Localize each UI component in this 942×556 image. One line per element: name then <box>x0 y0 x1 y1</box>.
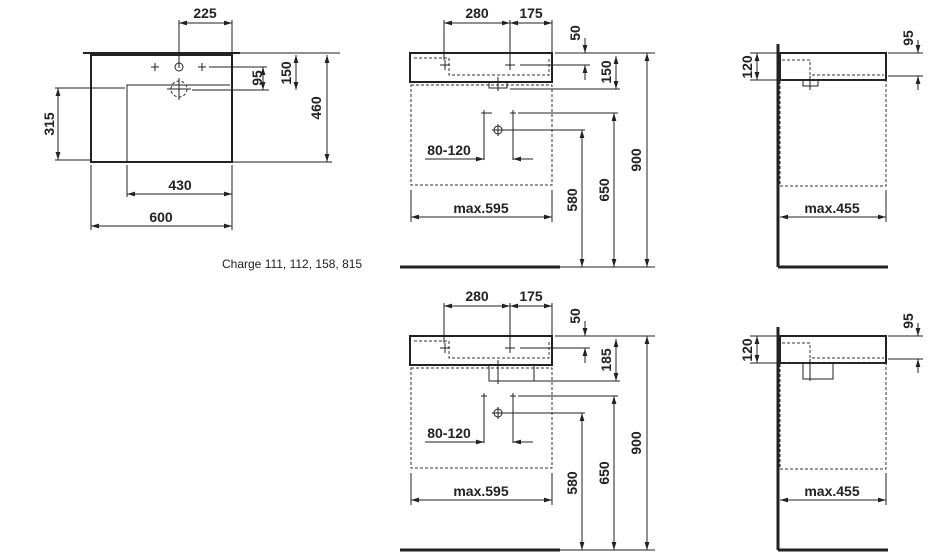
dim-175: 175 <box>519 5 543 21</box>
dim-280: 280 <box>465 288 489 304</box>
cabinet-outline <box>779 79 887 187</box>
front-view-1: 280 175 50 150 80-120 max.595 900 650 58… <box>400 5 655 269</box>
dim-95: 95 <box>900 313 916 329</box>
dim-600: 600 <box>149 209 173 225</box>
dim-120: 120 <box>739 338 755 362</box>
plan-view: 225 95 150 460 315 430 600 <box>41 5 340 230</box>
dim-280: 280 <box>465 5 489 21</box>
dim-spacing: 80-120 <box>427 142 471 158</box>
cabinet-outline <box>410 367 553 469</box>
basin-front-outline <box>409 335 553 366</box>
dim-95: 95 <box>249 70 265 86</box>
basin-side-outline <box>779 335 887 364</box>
dim-315: 315 <box>41 112 57 136</box>
dim-120: 120 <box>739 55 755 79</box>
dim-95: 95 <box>900 30 916 46</box>
basin-outline <box>90 54 233 163</box>
front-view-2: 280 175 50 185 80-120 max.595 900 650 58… <box>400 288 655 552</box>
dim-900: 900 <box>628 431 644 455</box>
dim-depth: 150 <box>598 60 614 84</box>
dim-width: max.595 <box>453 200 508 216</box>
siphon-icon <box>488 77 508 91</box>
dim-430: 430 <box>168 177 192 193</box>
dim-650: 650 <box>596 461 612 485</box>
dim-650: 650 <box>596 178 612 202</box>
side-view-1: 120 95 max.455 <box>739 30 923 269</box>
dim-width: max.455 <box>804 483 859 499</box>
dim-spacing: 80-120 <box>427 425 471 441</box>
dim-900: 900 <box>628 148 644 172</box>
charge-note: Charge 111, 112, 158, 815 <box>222 257 362 271</box>
bowl-outline <box>126 84 230 162</box>
dim-width: max.595 <box>453 483 508 499</box>
dim-50: 50 <box>567 308 583 324</box>
basin-front-outline <box>409 52 553 83</box>
dim-depth: 185 <box>598 348 614 372</box>
cabinet-outline <box>410 84 553 186</box>
dim-175: 175 <box>519 288 543 304</box>
dim-460: 460 <box>308 96 324 120</box>
dim-580: 580 <box>564 471 580 495</box>
basin-side-outline <box>779 52 887 81</box>
dim-150: 150 <box>278 61 294 85</box>
dim-50: 50 <box>567 25 583 41</box>
dim-225: 225 <box>193 5 217 21</box>
dim-580: 580 <box>564 188 580 212</box>
siphon-icon <box>802 76 819 90</box>
cabinet-outline <box>779 362 887 470</box>
optional-tap-hole-icon <box>151 63 206 71</box>
siphon-icon <box>488 360 535 384</box>
dim-width: max.455 <box>804 200 859 216</box>
side-view-2: 120 95 max.455 <box>739 313 923 552</box>
